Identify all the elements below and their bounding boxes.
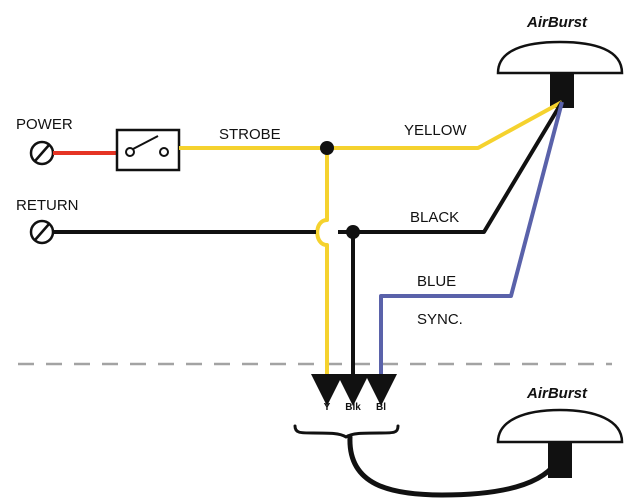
black-wire: [338, 100, 564, 234]
pin-blk-label: Blk: [345, 402, 361, 413]
strobe-label: STROBE: [219, 126, 281, 143]
yellow-label: YELLOW: [404, 122, 467, 139]
blue-sync-wire-group: BLUE SYNC.: [379, 101, 564, 380]
blue-wire: [379, 101, 564, 380]
yellow-junction: [320, 141, 334, 155]
cable-to-bottom-device: [347, 434, 559, 498]
airburst-top-device: AirBurst: [496, 14, 624, 108]
airburst-bottom-label: AirBurst: [526, 385, 588, 402]
airburst-bottom-icon: [496, 408, 624, 444]
power-terminal-group: POWER: [16, 116, 117, 166]
sync-label: SYNC.: [417, 311, 463, 328]
pin-y-label: Y: [324, 402, 331, 413]
switch-group: [115, 128, 181, 172]
power-label: POWER: [16, 116, 73, 133]
yellow-drop-wire: [315, 148, 329, 380]
curly-brace-icon: [293, 424, 400, 439]
pin-bl-label: Bl: [376, 402, 386, 413]
return-wire-group: RETURN BLACK: [16, 100, 564, 380]
return-label: RETURN: [16, 197, 79, 214]
strobe-wire: [179, 100, 563, 150]
airburst-bottom-device: AirBurst: [496, 385, 624, 478]
airburst-top-label: AirBurst: [526, 14, 588, 31]
blue-label: BLUE: [417, 273, 456, 290]
airburst-top-icon: [496, 40, 624, 75]
black-junction: [346, 225, 360, 239]
connector-arrows: Y Blk Bl: [311, 374, 397, 413]
black-label: BLACK: [410, 209, 459, 226]
strobe-wire-group: STROBE YELLOW: [179, 100, 563, 380]
airburst-bottom-body: [548, 443, 572, 478]
